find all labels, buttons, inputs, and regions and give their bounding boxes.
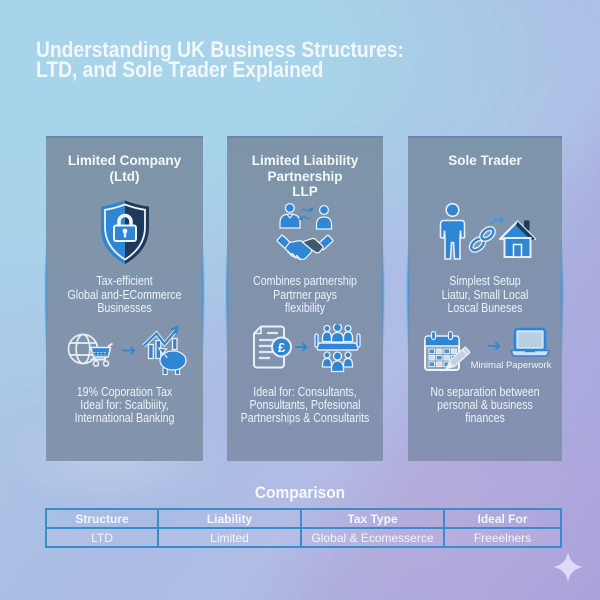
svg-text:£: £ bbox=[278, 340, 286, 355]
